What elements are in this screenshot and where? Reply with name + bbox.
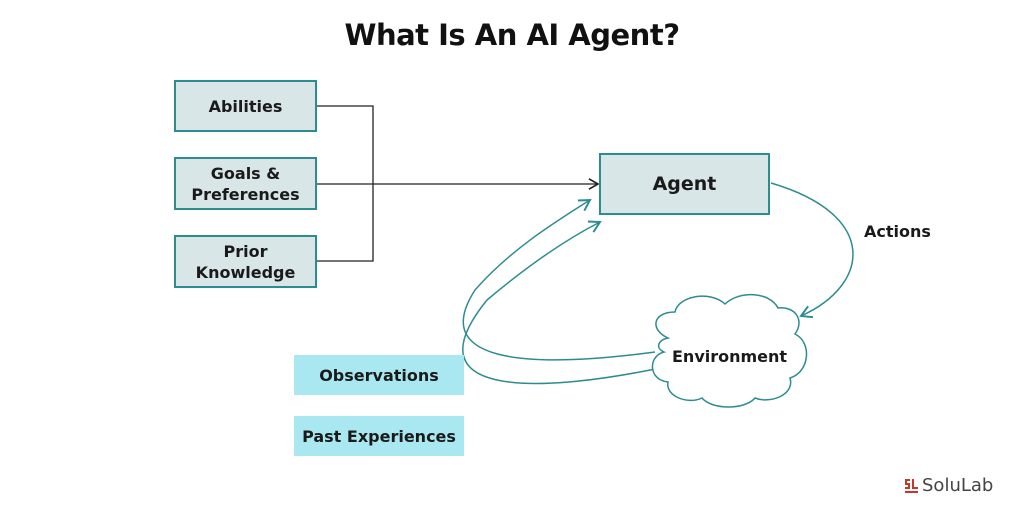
solulab-logo-icon xyxy=(905,478,918,493)
solulab-logo: SoluLab xyxy=(905,475,993,496)
goals-label-line2: Preferences xyxy=(191,184,300,204)
environment-label: Environment xyxy=(672,347,788,366)
diagram-title: What Is An AI Agent? xyxy=(344,18,680,52)
prior-label-line2: Knowledge xyxy=(195,262,296,282)
actions-arrow xyxy=(770,182,854,319)
past-experiences-box: Past Experiences xyxy=(294,416,464,456)
agent-box: Agent xyxy=(599,153,770,215)
prior-knowledge-box: Prior Knowledge xyxy=(174,235,317,288)
environment-cloud xyxy=(651,293,808,408)
observations-feedback-arrow xyxy=(462,198,656,361)
agent-label: Agent xyxy=(652,172,717,195)
abilities-label: Abilities xyxy=(208,96,283,116)
abilities-box: Abilities xyxy=(174,80,317,132)
prior-label-line1: Prior xyxy=(223,241,268,261)
solulab-logo-text: SoluLab xyxy=(922,475,994,496)
observations-label: Observations xyxy=(319,365,439,385)
goals-preferences-box: Goals & Preferences xyxy=(174,157,317,210)
actions-label: Actions xyxy=(864,222,931,241)
experience-feedback-arrow xyxy=(462,220,661,385)
observations-box: Observations xyxy=(294,355,464,395)
past-experiences-label: Past Experiences xyxy=(302,426,456,446)
goals-label-line1: Goals & xyxy=(210,163,281,183)
